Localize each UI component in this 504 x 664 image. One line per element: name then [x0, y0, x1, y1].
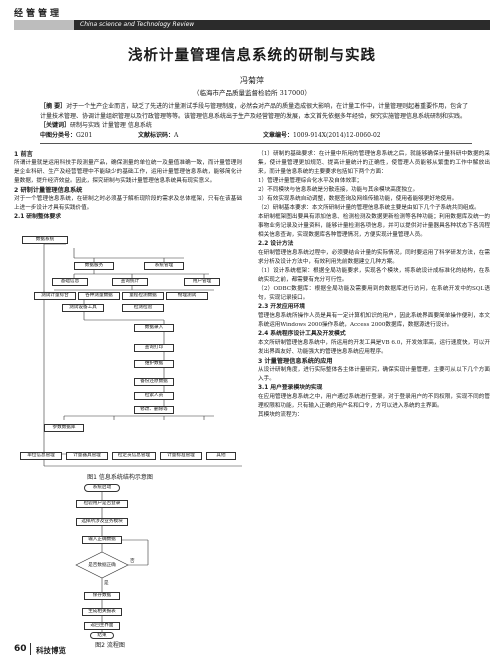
- fig1-node: 基础信息: [52, 278, 88, 286]
- section-2-2-heading: 2.2 设计方法: [258, 241, 294, 247]
- figure-2-caption: 图2 流程图: [95, 642, 125, 649]
- fig2-no-label: 否: [130, 559, 135, 564]
- fig1-node: 维护数据: [134, 360, 174, 368]
- fig2-step: 生成相关报表: [82, 608, 122, 616]
- clc-number: 中图分类号：G201: [40, 131, 92, 141]
- fig1-node: 查询统计: [112, 278, 148, 286]
- author: 冯菊萍: [240, 76, 264, 85]
- fig1-node: 用户管理: [184, 278, 220, 286]
- fig1-node: 数据服务: [74, 262, 114, 270]
- paragraph: 1）管理计量管理综合化水平及自体效率；: [258, 178, 363, 184]
- fig1-node: 修改、删除等: [134, 406, 174, 414]
- separator-line: [40, 143, 472, 144]
- paragraph: 在应用管理信息系统之中，用户通过系统进行登录，对于登录用户的不同权限，实现不同的…: [258, 394, 490, 409]
- section-2-3-heading: 2.3 开发应用环境: [258, 304, 306, 310]
- fig1-node: 测试计量综合: [34, 292, 76, 300]
- article-no-value: 1009-914X(2014)12-0060-02: [293, 132, 381, 139]
- figure-1-caption: 图1 信息系统结构示意图: [87, 474, 153, 481]
- clc-value: G201: [76, 132, 93, 139]
- fig2-step: 返回主界面: [84, 622, 120, 630]
- keywords: ［关键词］研制与实践 计量管理 信息系统: [40, 121, 472, 131]
- abstract: ［摘 要］对于一个生产企业而言，缺乏了先进的计量测试手段与管理制度，必然会对产品…: [40, 102, 472, 121]
- section-2-1-heading: 2.1 研制整体要求: [14, 214, 62, 220]
- clc-label: 中图分类号：: [40, 132, 77, 139]
- fig1-node: 检定员信息管理: [112, 452, 156, 460]
- fig1-node: 测试设备工具: [62, 304, 104, 312]
- fig2-yes-label: 是: [104, 581, 109, 586]
- fig1-node: 备份还原数据: [134, 378, 174, 386]
- fig1-node: 查询打印: [134, 344, 174, 352]
- header-bar-accent: [14, 20, 74, 30]
- doc-code-value: A: [174, 132, 179, 139]
- section-1-heading: 1 前言: [14, 151, 33, 158]
- keywords-text: 研制与实践 计量管理 信息系统: [70, 122, 152, 129]
- journal-name: 科技博览: [36, 646, 66, 655]
- affiliation: （临海市产品质量监督检验所 317000）: [193, 89, 311, 97]
- paragraph: 2）不同模块与信息系统是分散连接，功能与其余模块高度独立。: [258, 187, 419, 193]
- fig1-node: 量程检测数据: [122, 292, 164, 300]
- section-3-1-heading: 3.1 用户登录模块的实现: [258, 385, 323, 391]
- page-number: 60: [14, 644, 27, 654]
- paragraph: 3）有效实现系统自动调整，数据查询及网络传输功能，使用者能够更好地使用。: [258, 196, 458, 202]
- paragraph: 从设计研制角度，进行实际整体各主体计量研究，确保实现计量管理，主要可从以下几个方…: [258, 367, 490, 382]
- fig2-start: 系统启动: [84, 484, 120, 492]
- article-number: 文章编号：1009-914X(2014)12-0060-02: [263, 131, 381, 141]
- header-bar: [14, 20, 490, 30]
- fig1-root: 数据系统: [22, 236, 68, 244]
- fig1-node: 单位信息管理: [20, 452, 62, 460]
- section-2-heading: 2 研制计量管理信息系统: [14, 187, 83, 194]
- fig1-node: 数据录入: [134, 324, 174, 332]
- figure-2-connectors: [75, 492, 149, 636]
- paragraph: 本文所研制管理信息系统中，所运用的开发工具是VB 6.0，开发效率高，运行速度快…: [258, 340, 490, 355]
- keywords-label: ［关键词］: [40, 122, 71, 129]
- paragraph: （2）ODBC数据库：根据全局功能及需要用到的数据库进行访问，在系统开发中的SQ…: [258, 286, 490, 301]
- fig1-node: 物理测试: [166, 292, 208, 300]
- fig1-node: 计量标准管理: [160, 452, 202, 460]
- figure-1-connectors: [43, 240, 242, 467]
- section-3-heading: 3 计量管理信息系统的应用: [258, 358, 333, 365]
- paragraph: 本研制框架图出要具有添加信息、检测检测及数据更新检测等各种功能；利用数据库及统一…: [258, 214, 490, 238]
- fig1-node: 检测检验: [122, 304, 164, 312]
- fig2-decision: 是否数据正确: [88, 563, 116, 568]
- paragraph: （1）研制的基础要求：在计量中所用的管理信息系统之后，就能够确保计量科研中数据的…: [258, 151, 490, 175]
- article-no-label: 文章编号：: [263, 132, 294, 139]
- fig2-step: 检验用户是否登录: [76, 500, 128, 508]
- footer-divider: [30, 643, 31, 655]
- right-column: （1）研制的基础要求：在计量中所用的管理信息系统之后，就能够确保计量科研中数据的…: [258, 150, 490, 420]
- fig2-step: 输入正确数据: [82, 536, 122, 544]
- fig1-node: 参数数据库: [44, 424, 84, 432]
- fig2-end: 结束: [90, 632, 114, 639]
- fig2-step: 保存数据: [84, 592, 120, 600]
- paragraph: 其模块的流程为：: [258, 412, 303, 418]
- paragraph: （2）研制基本要求：本文所研制计量的管理信息系统主要是由如下几个子系统共同组成。: [258, 205, 480, 211]
- left-column: 1 前言 所谓计量就是运用科技手段测量产品，确保测量的单位统一及量值准确一致，而…: [14, 150, 242, 222]
- fig1-node: 各种测量数据: [78, 292, 120, 300]
- paper-title: 浅析计量管理信息系统的研制与实践: [128, 48, 376, 64]
- paragraph: （1）设计系统框架：根据全局功能要求，实现各个模块，将系统设计成标准化的结构，在…: [258, 268, 490, 283]
- fig1-node: 计量器具管理: [66, 452, 108, 460]
- fig1-node: 其他: [206, 452, 236, 460]
- section-1-text: 所谓计量就是运用科技手段测量产品，确保测量的单位统一及量值准确一致，而计量管理则…: [14, 160, 242, 184]
- abstract-label: ［摘 要］: [40, 103, 67, 110]
- section-2-text: 对于一个管理信息系统，在研制之时必须基于解析现阶段的需求及总体框架，只有在该基础…: [14, 196, 242, 211]
- abstract-text: 对于一个生产企业而言，缺乏了先进的计量测试手段与管理制度，必然会对产品的质量造成…: [40, 103, 469, 120]
- column-label: 经管管理: [14, 9, 63, 19]
- paragraph: 管理信息系统所操作人员是具有一定计算机知识的用户，因此系统界面要简单操作便利，本…: [258, 313, 490, 328]
- fig1-node: 系统管理: [144, 262, 184, 270]
- doc-code-label: 文献标识码：: [138, 132, 175, 139]
- paragraph: 在研制管理信息系统过程中，必须要结合计量的实际情况，同时要运用了科学研发方法，在…: [258, 250, 490, 265]
- fig2-step: 选择所涉及业务模块: [76, 518, 128, 526]
- section-2-4-heading: 2.4 系统程序设计工具及开发模式: [258, 331, 346, 337]
- journal-english-name: China science and Technology Review: [80, 21, 195, 28]
- document-code: 文献标识码：A: [138, 131, 178, 141]
- fig1-node: 检索人员: [134, 392, 174, 400]
